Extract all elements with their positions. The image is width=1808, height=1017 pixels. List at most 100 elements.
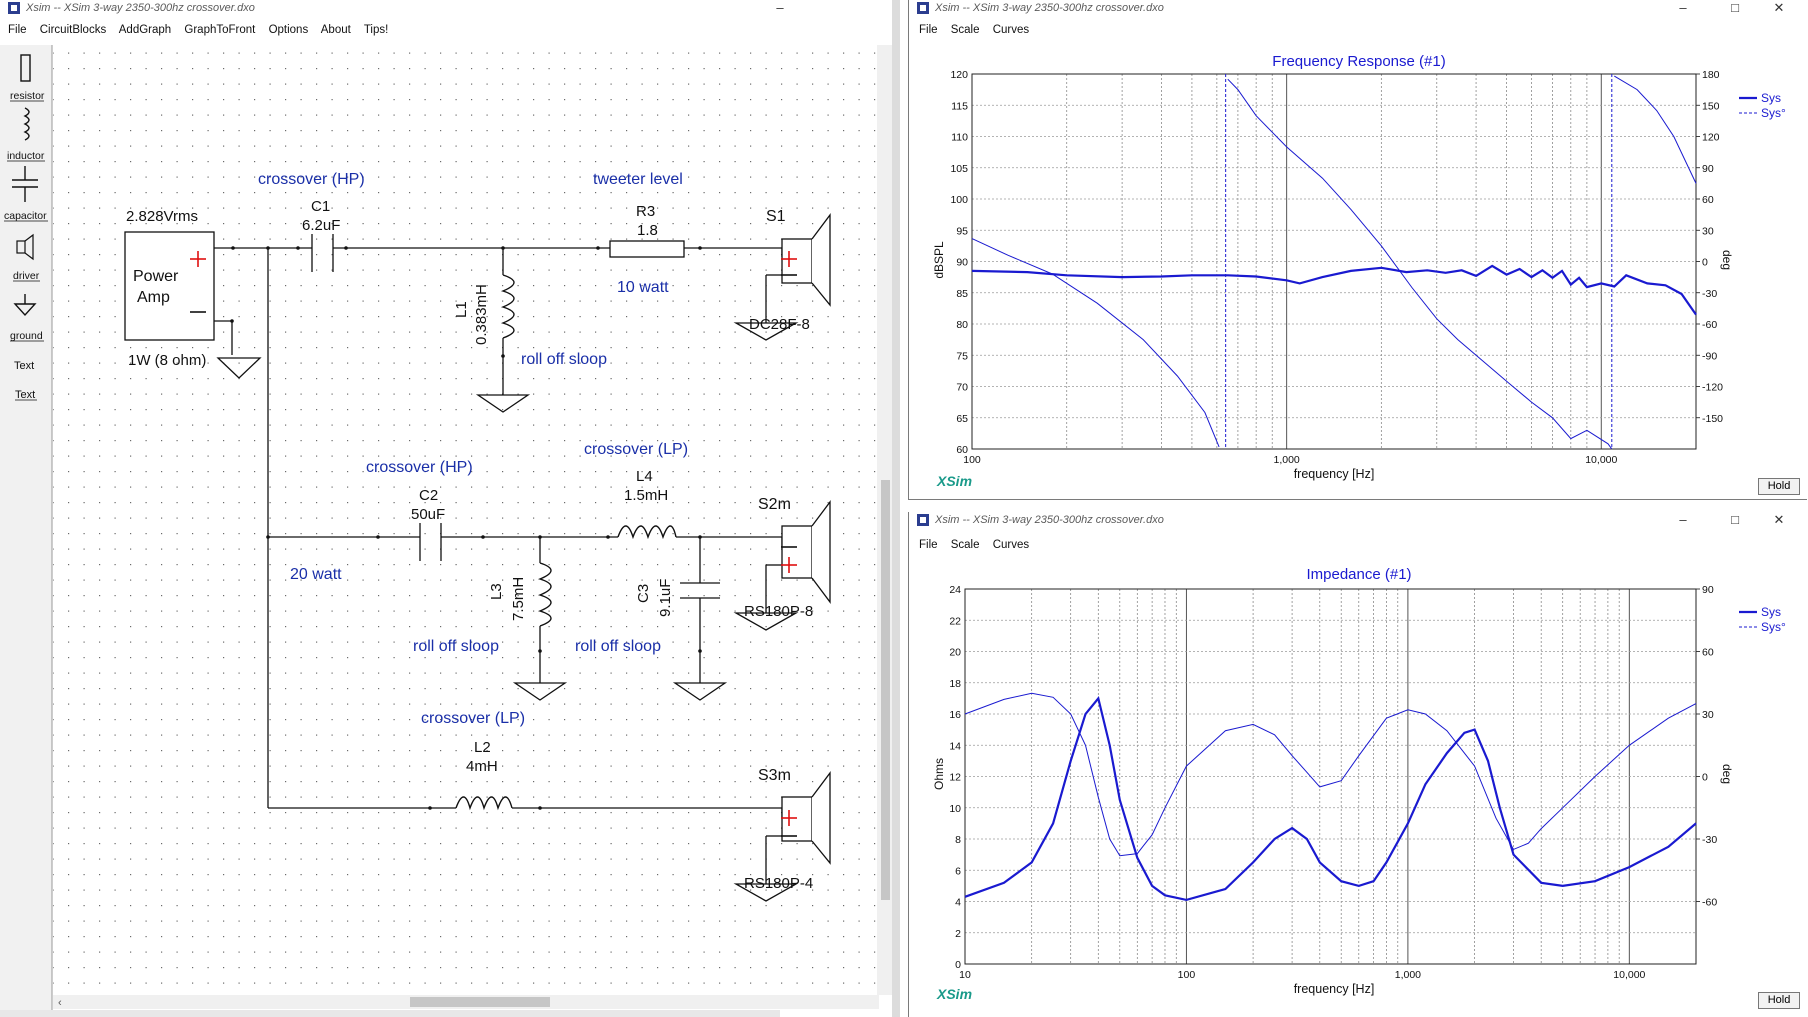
y2-tick-label: 0	[1702, 257, 1708, 269]
palette-label: capacitor	[4, 210, 47, 222]
driver-s2[interactable]	[781, 500, 831, 604]
y-tick-label: 75	[956, 350, 968, 362]
y-tick-label: 85	[956, 288, 968, 300]
schematic-window: Xsim -- XSim 3-way 2350-300hz crossover.…	[0, 0, 892, 1017]
y-tick-label: 115	[951, 100, 968, 112]
y-tick-label: 105	[950, 163, 968, 175]
menu-curves[interactable]: Curves	[992, 539, 1030, 551]
plot-frame	[964, 588, 1697, 965]
inductor-l3[interactable]	[537, 562, 552, 627]
menu-curves[interactable]: Curves	[992, 24, 1030, 36]
capacitor-c3[interactable]	[680, 582, 720, 599]
impedance-chart: Impedance (#1) Ohms deg frequency [Hz] X…	[932, 566, 1786, 1002]
power-amp[interactable]: Power Amp	[124, 231, 215, 341]
amp-voltage: 2.828Vrms	[126, 208, 198, 225]
palette-driver[interactable]: driver	[13, 233, 40, 282]
y-tick-label: 4	[955, 897, 961, 909]
ground-symbol	[733, 612, 799, 631]
palette-text-link[interactable]: Text	[15, 389, 37, 401]
horizontal-scrollbar[interactable]: ‹	[53, 995, 879, 1009]
maximize-button[interactable]: □	[1731, 512, 1739, 527]
l1-name: L1	[453, 301, 470, 318]
menu-file[interactable]: File	[8, 24, 27, 36]
imp-menubar: File Scale Curves	[919, 539, 1039, 557]
c2-value: 50uF	[411, 506, 445, 523]
s1-model: DC28F-8	[749, 316, 810, 333]
r3-value: 1.8	[637, 222, 658, 239]
maximize-button[interactable]: □	[1731, 0, 1739, 15]
palette-resistor[interactable]: resistor	[10, 54, 45, 102]
y-tick-label: 90	[956, 257, 968, 269]
y2-tick-label: 60	[1702, 194, 1714, 206]
y2-tick-label: 90	[1702, 163, 1714, 175]
capacitor-c2[interactable]	[419, 523, 442, 561]
s2-model: RS180P-8	[744, 603, 813, 620]
menu-file[interactable]: File	[919, 539, 938, 551]
schematic-title-bar: Xsim -- XSim 3-way 2350-300hz crossover.…	[0, 0, 784, 18]
text-link-icon: Text	[15, 389, 35, 401]
minimize-button[interactable]: –	[1679, 0, 1687, 15]
y-tick-label: 70	[956, 382, 968, 394]
y-tick-label: 0	[955, 959, 961, 971]
c1-value: 6.2uF	[302, 217, 340, 234]
fr-brand: XSim	[936, 473, 972, 489]
fr-title-bar: Xsim -- XSim 3-way 2350-300hz crossover.…	[909, 0, 1807, 18]
minimize-button[interactable]: –	[1679, 512, 1687, 527]
label-10-watt: 10 watt	[617, 279, 669, 296]
fr-legend-sys-phase: Sys°	[1761, 106, 1786, 120]
driver-s3[interactable]	[781, 771, 831, 865]
driver-s1[interactable]	[781, 213, 831, 307]
imp-hold-button[interactable]: Hold	[1758, 992, 1800, 1009]
label-crossover-lp-2: crossover (LP)	[421, 710, 525, 727]
palette-inductor[interactable]: inductor	[7, 107, 45, 162]
fr-ylabel-right: deg	[1720, 250, 1734, 270]
close-button[interactable]: ✕	[1773, 0, 1785, 15]
y-tick-label: 110	[951, 132, 968, 144]
menu-graphtofront[interactable]: GraphToFront	[184, 24, 256, 36]
capacitor-c1[interactable]	[311, 234, 334, 272]
y2-tick-label: 30	[1702, 709, 1714, 721]
ground-symbol	[672, 682, 728, 701]
node-dots	[230, 246, 702, 810]
y2-tick-label: 90	[1702, 584, 1714, 596]
schematic-canvas: ‹ resistor inductor capacitor	[0, 45, 892, 1017]
menu-options[interactable]: Options	[268, 24, 309, 36]
label-crossover-lp-1: crossover (LP)	[584, 441, 688, 458]
fr-xlabel: frequency [Hz]	[1294, 467, 1375, 481]
inductor-l4[interactable]	[617, 525, 677, 540]
menu-scale[interactable]: Scale	[950, 539, 980, 551]
inductor-l1[interactable]	[500, 274, 515, 339]
imp-legend-sys: Sys	[1761, 605, 1781, 619]
minimize-button[interactable]: –	[776, 0, 784, 15]
imp-legend-sys-phase: Sys°	[1761, 620, 1786, 634]
menu-addgraph[interactable]: AddGraph	[118, 24, 172, 36]
palette-ground[interactable]: ground	[10, 294, 44, 342]
ground-symbol	[216, 357, 262, 379]
amp-power: 1W (8 ohm)	[128, 352, 206, 369]
svg-text:‹: ‹	[58, 997, 62, 1009]
palette-capacitor[interactable]: capacitor	[4, 166, 48, 222]
label-crossover-hp-2: crossover (HP)	[366, 459, 473, 476]
schematic-vertical-scrollbar[interactable]	[878, 45, 892, 995]
inductor-l2[interactable]	[455, 796, 513, 811]
label-20-watt: 20 watt	[290, 566, 342, 583]
x-tick-label: 10,000	[1613, 969, 1645, 981]
menu-file[interactable]: File	[919, 24, 938, 36]
y2-tick-label: -60	[1702, 897, 1717, 909]
imp-xlabel: frequency [Hz]	[1294, 982, 1375, 996]
palette-text[interactable]: Text	[14, 360, 34, 372]
y-tick-label: 18	[949, 678, 961, 690]
s1-name: S1	[766, 208, 786, 225]
close-button[interactable]: ✕	[1773, 512, 1785, 527]
menu-circuitblocks[interactable]: CircuitBlocks	[39, 24, 107, 36]
menu-about[interactable]: About	[320, 24, 351, 36]
c2-name: C2	[419, 487, 438, 504]
s2-name: S2m	[758, 496, 791, 513]
menu-scale[interactable]: Scale	[950, 24, 980, 36]
resistor-r3[interactable]	[609, 240, 685, 258]
y-tick-label: 80	[956, 319, 968, 331]
fr-hold-button[interactable]: Hold	[1758, 478, 1800, 495]
l2-name: L2	[474, 739, 491, 756]
menu-tips[interactable]: Tips!	[363, 24, 389, 36]
y-tick-label: 120	[950, 69, 968, 81]
